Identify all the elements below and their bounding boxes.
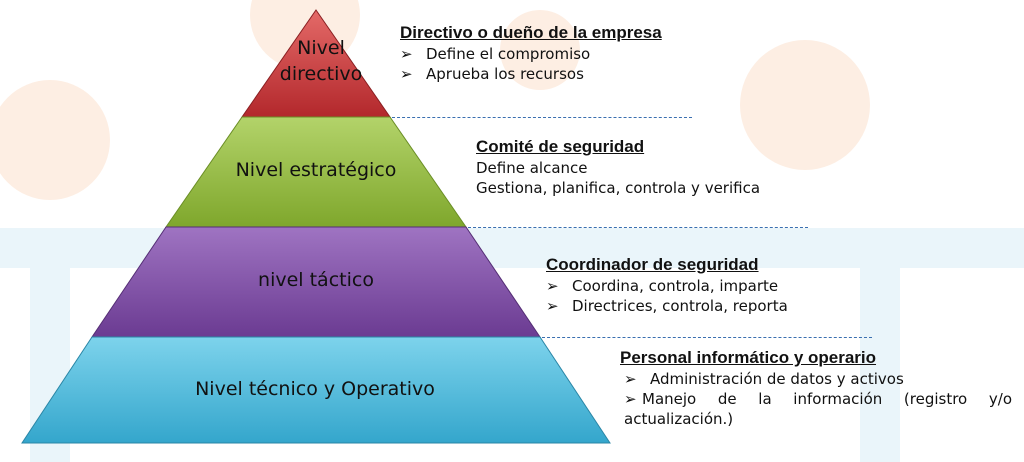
description-tactico: Coordinador de seguridad ➢Coordina, cont… xyxy=(546,254,836,316)
list-item: ➢Manejo de la información (registro y/o … xyxy=(624,390,1012,428)
watermark-circle xyxy=(740,40,870,170)
arrow-bullet-icon: ➢ xyxy=(546,297,559,315)
arrow-bullet-icon: ➢ xyxy=(546,277,559,295)
tier-label-tactico: nivel táctico xyxy=(258,269,374,291)
list-item: Define alcance xyxy=(476,159,588,177)
tier-label-estrategico: Nivel estratégico xyxy=(235,159,397,181)
watermark-circle xyxy=(500,10,580,90)
description-title: Personal informático y operario xyxy=(620,348,877,367)
list-item: ➢Define el compromiso xyxy=(400,45,591,63)
separator-line xyxy=(542,337,872,338)
description-title: Directivo o dueño de la empresa xyxy=(400,23,662,42)
arrow-bullet-icon: ➢ xyxy=(624,370,637,388)
description-directivo: Directivo o dueño de la empresa ➢Define … xyxy=(400,22,720,84)
list-item: ➢Administración de datos y activos xyxy=(624,370,904,388)
list-item: ➢Directrices, controla, reporta xyxy=(546,297,788,315)
arrow-bullet-icon: ➢ xyxy=(624,390,637,408)
list-item: ➢Coordina, controla, imparte xyxy=(546,277,779,295)
arrow-bullet-icon: ➢ xyxy=(400,45,413,63)
tier-label-directivo: Nivel directivo xyxy=(279,37,363,85)
description-title: Comité de seguridad xyxy=(476,137,645,156)
pyramid-tier-operativo xyxy=(21,336,611,444)
watermark-bar xyxy=(860,268,900,462)
arrow-bullet-icon: ➢ xyxy=(400,65,413,83)
tier-label-operativo: Nivel técnico y Operativo xyxy=(195,378,435,400)
description-estrategico: Comité de seguridad Define alcance Gesti… xyxy=(476,136,836,198)
description-title: Coordinador de seguridad xyxy=(546,255,759,274)
list-item: ➢Aprueba los recursos xyxy=(400,65,584,83)
description-operativo: Personal informático y operario ➢Adminis… xyxy=(620,347,1012,429)
separator-line xyxy=(468,227,808,228)
watermark-circle xyxy=(0,80,110,200)
separator-line xyxy=(392,117,692,118)
list-item: Gestiona, planifica, controla y verifica xyxy=(476,179,761,197)
